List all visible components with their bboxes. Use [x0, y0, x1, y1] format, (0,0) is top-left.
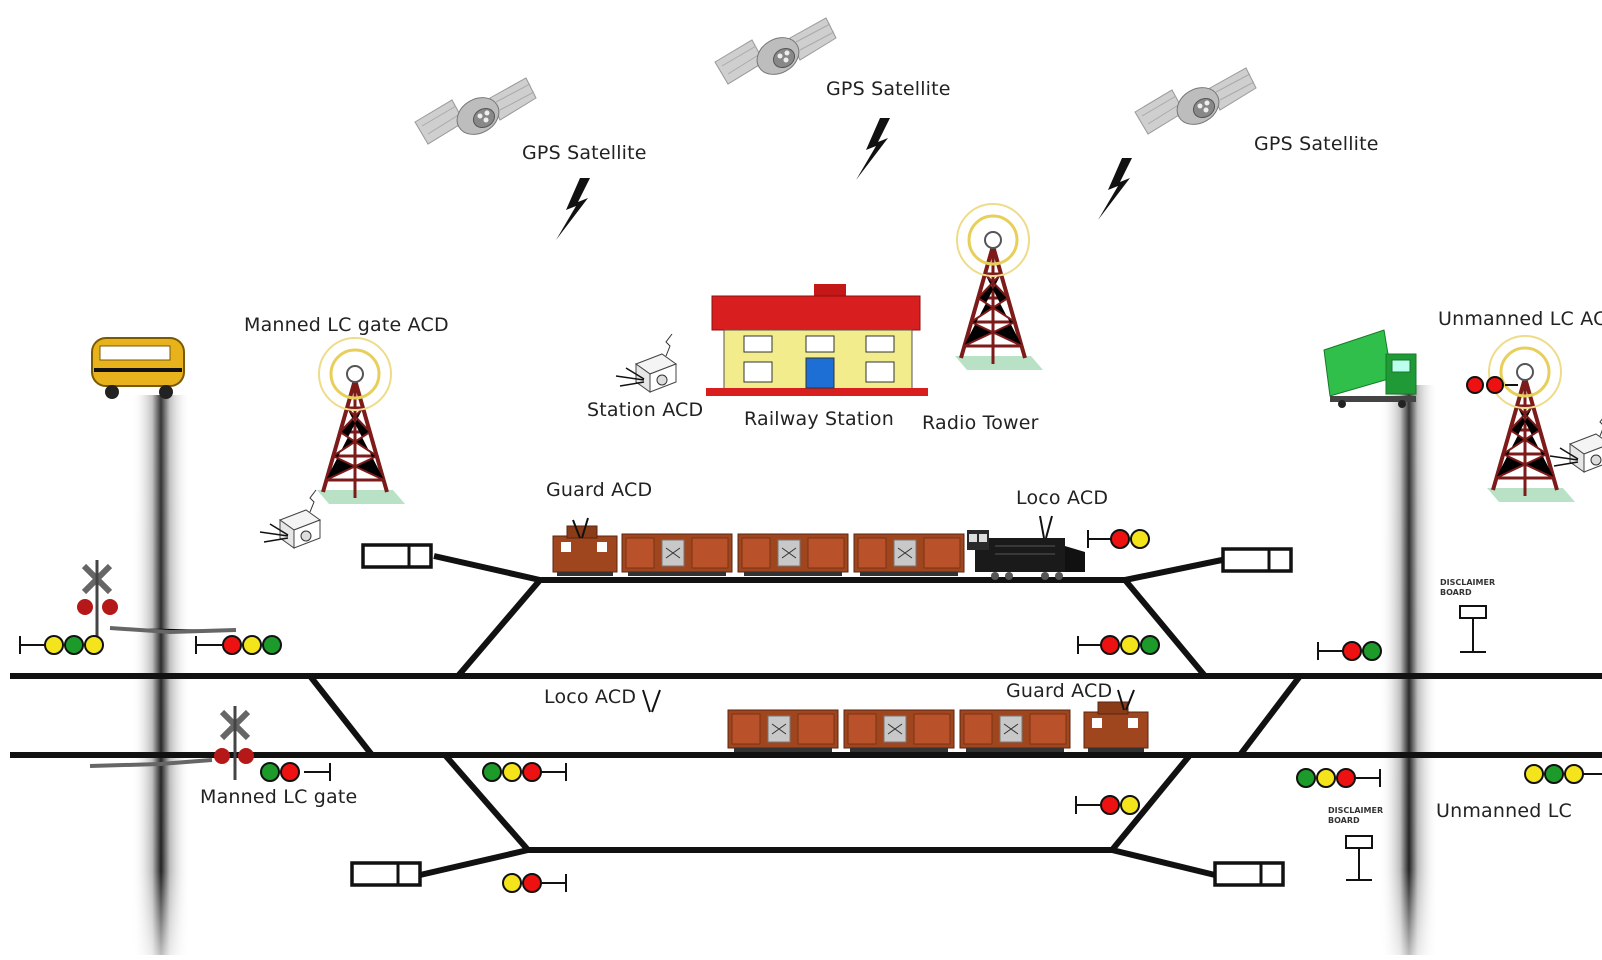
acd-device-icon: [259, 489, 321, 549]
signal-post-icon: [1466, 376, 1518, 394]
manned-gate-acd-label: Manned LC gate ACD: [244, 314, 449, 336]
lightning-signal-icon: [1098, 158, 1132, 220]
signal-post-icon: [1075, 795, 1140, 815]
satellite-icon: [414, 77, 537, 145]
disclaimer-board-label: DISCLAIMER BOARD: [1440, 578, 1496, 597]
lower-train: [642, 689, 1149, 753]
buffer-stop-icon: [361, 543, 433, 569]
railway-station-icon: [706, 284, 928, 396]
upper-train: [552, 515, 1086, 581]
signal-post-icon: [502, 873, 567, 893]
guard-van-icon: [552, 525, 618, 577]
signal-post-icon: [1524, 764, 1602, 784]
radio-tower-label: Radio Tower: [922, 412, 1039, 434]
signal-post-icon: [1077, 635, 1160, 655]
disclaimer-board-label: DISCLAIMER BOARD: [1328, 806, 1384, 825]
crossing-gate-icon: [89, 706, 254, 780]
radio-tower-icon: [1485, 334, 1577, 504]
guard-acd-label: Guard ACD: [1006, 680, 1113, 702]
signal-post-icon: [195, 635, 282, 655]
radio-tower-icon: [315, 336, 407, 506]
gps-satellite-label: GPS Satellite: [826, 78, 951, 100]
lightning-signal-icon: [856, 118, 890, 180]
locomotive-icon: [966, 529, 1086, 581]
crossing-gate-icon: [77, 560, 237, 640]
signal-post-icon: [1317, 641, 1382, 661]
acd-device-icon: [1549, 413, 1602, 473]
unmanned-lc-label: Unmanned LC: [1436, 800, 1573, 822]
wagon-icon: [853, 533, 965, 577]
satellite-icon: [714, 17, 837, 85]
satellite-icon: [1134, 67, 1257, 135]
loco-acd-label: Loco ACD: [1016, 487, 1109, 509]
wagon-icon: [737, 533, 849, 577]
wagon-icon: [621, 533, 733, 577]
buffer-stop-icon: [350, 861, 422, 887]
wagon-icon: [843, 709, 955, 753]
wagon-icon: [727, 709, 839, 753]
gps-satellite-label: GPS Satellite: [1254, 133, 1379, 155]
manned-gate-label: Manned LC gate: [200, 786, 358, 808]
signal-post-icon: [482, 762, 567, 782]
wagon-icon: [959, 709, 1071, 753]
acd-device-icon: [615, 333, 677, 393]
railway-tracks: [10, 553, 1602, 878]
signal-post-icon: [1087, 529, 1150, 549]
buffer-stop-icon: [1213, 861, 1285, 887]
lightning-signal-icon: [556, 178, 590, 240]
radio-tower-icon: [953, 202, 1045, 372]
loco-acd-label: Loco ACD: [544, 686, 637, 708]
guard-van-icon: [1083, 701, 1149, 753]
gps-satellite-label: GPS Satellite: [522, 142, 647, 164]
signal-post-icon: [260, 762, 331, 782]
disclaimer-board-icon: [1345, 835, 1373, 881]
disclaimer-board-icon: [1459, 605, 1487, 653]
railway-station-label: Railway Station: [744, 408, 894, 430]
signal-post-icon: [19, 635, 104, 655]
guard-acd-label: Guard ACD: [546, 479, 653, 501]
signal-posts: [19, 376, 1602, 893]
unmanned-acd-label: Unmanned LC ACD: [1438, 308, 1602, 330]
school-bus-icon: [91, 337, 185, 399]
buffer-stop-icon: [1221, 547, 1293, 573]
truck-icon: [1323, 329, 1417, 408]
signal-post-icon: [1296, 768, 1381, 788]
station-acd-label: Station ACD: [587, 399, 704, 421]
